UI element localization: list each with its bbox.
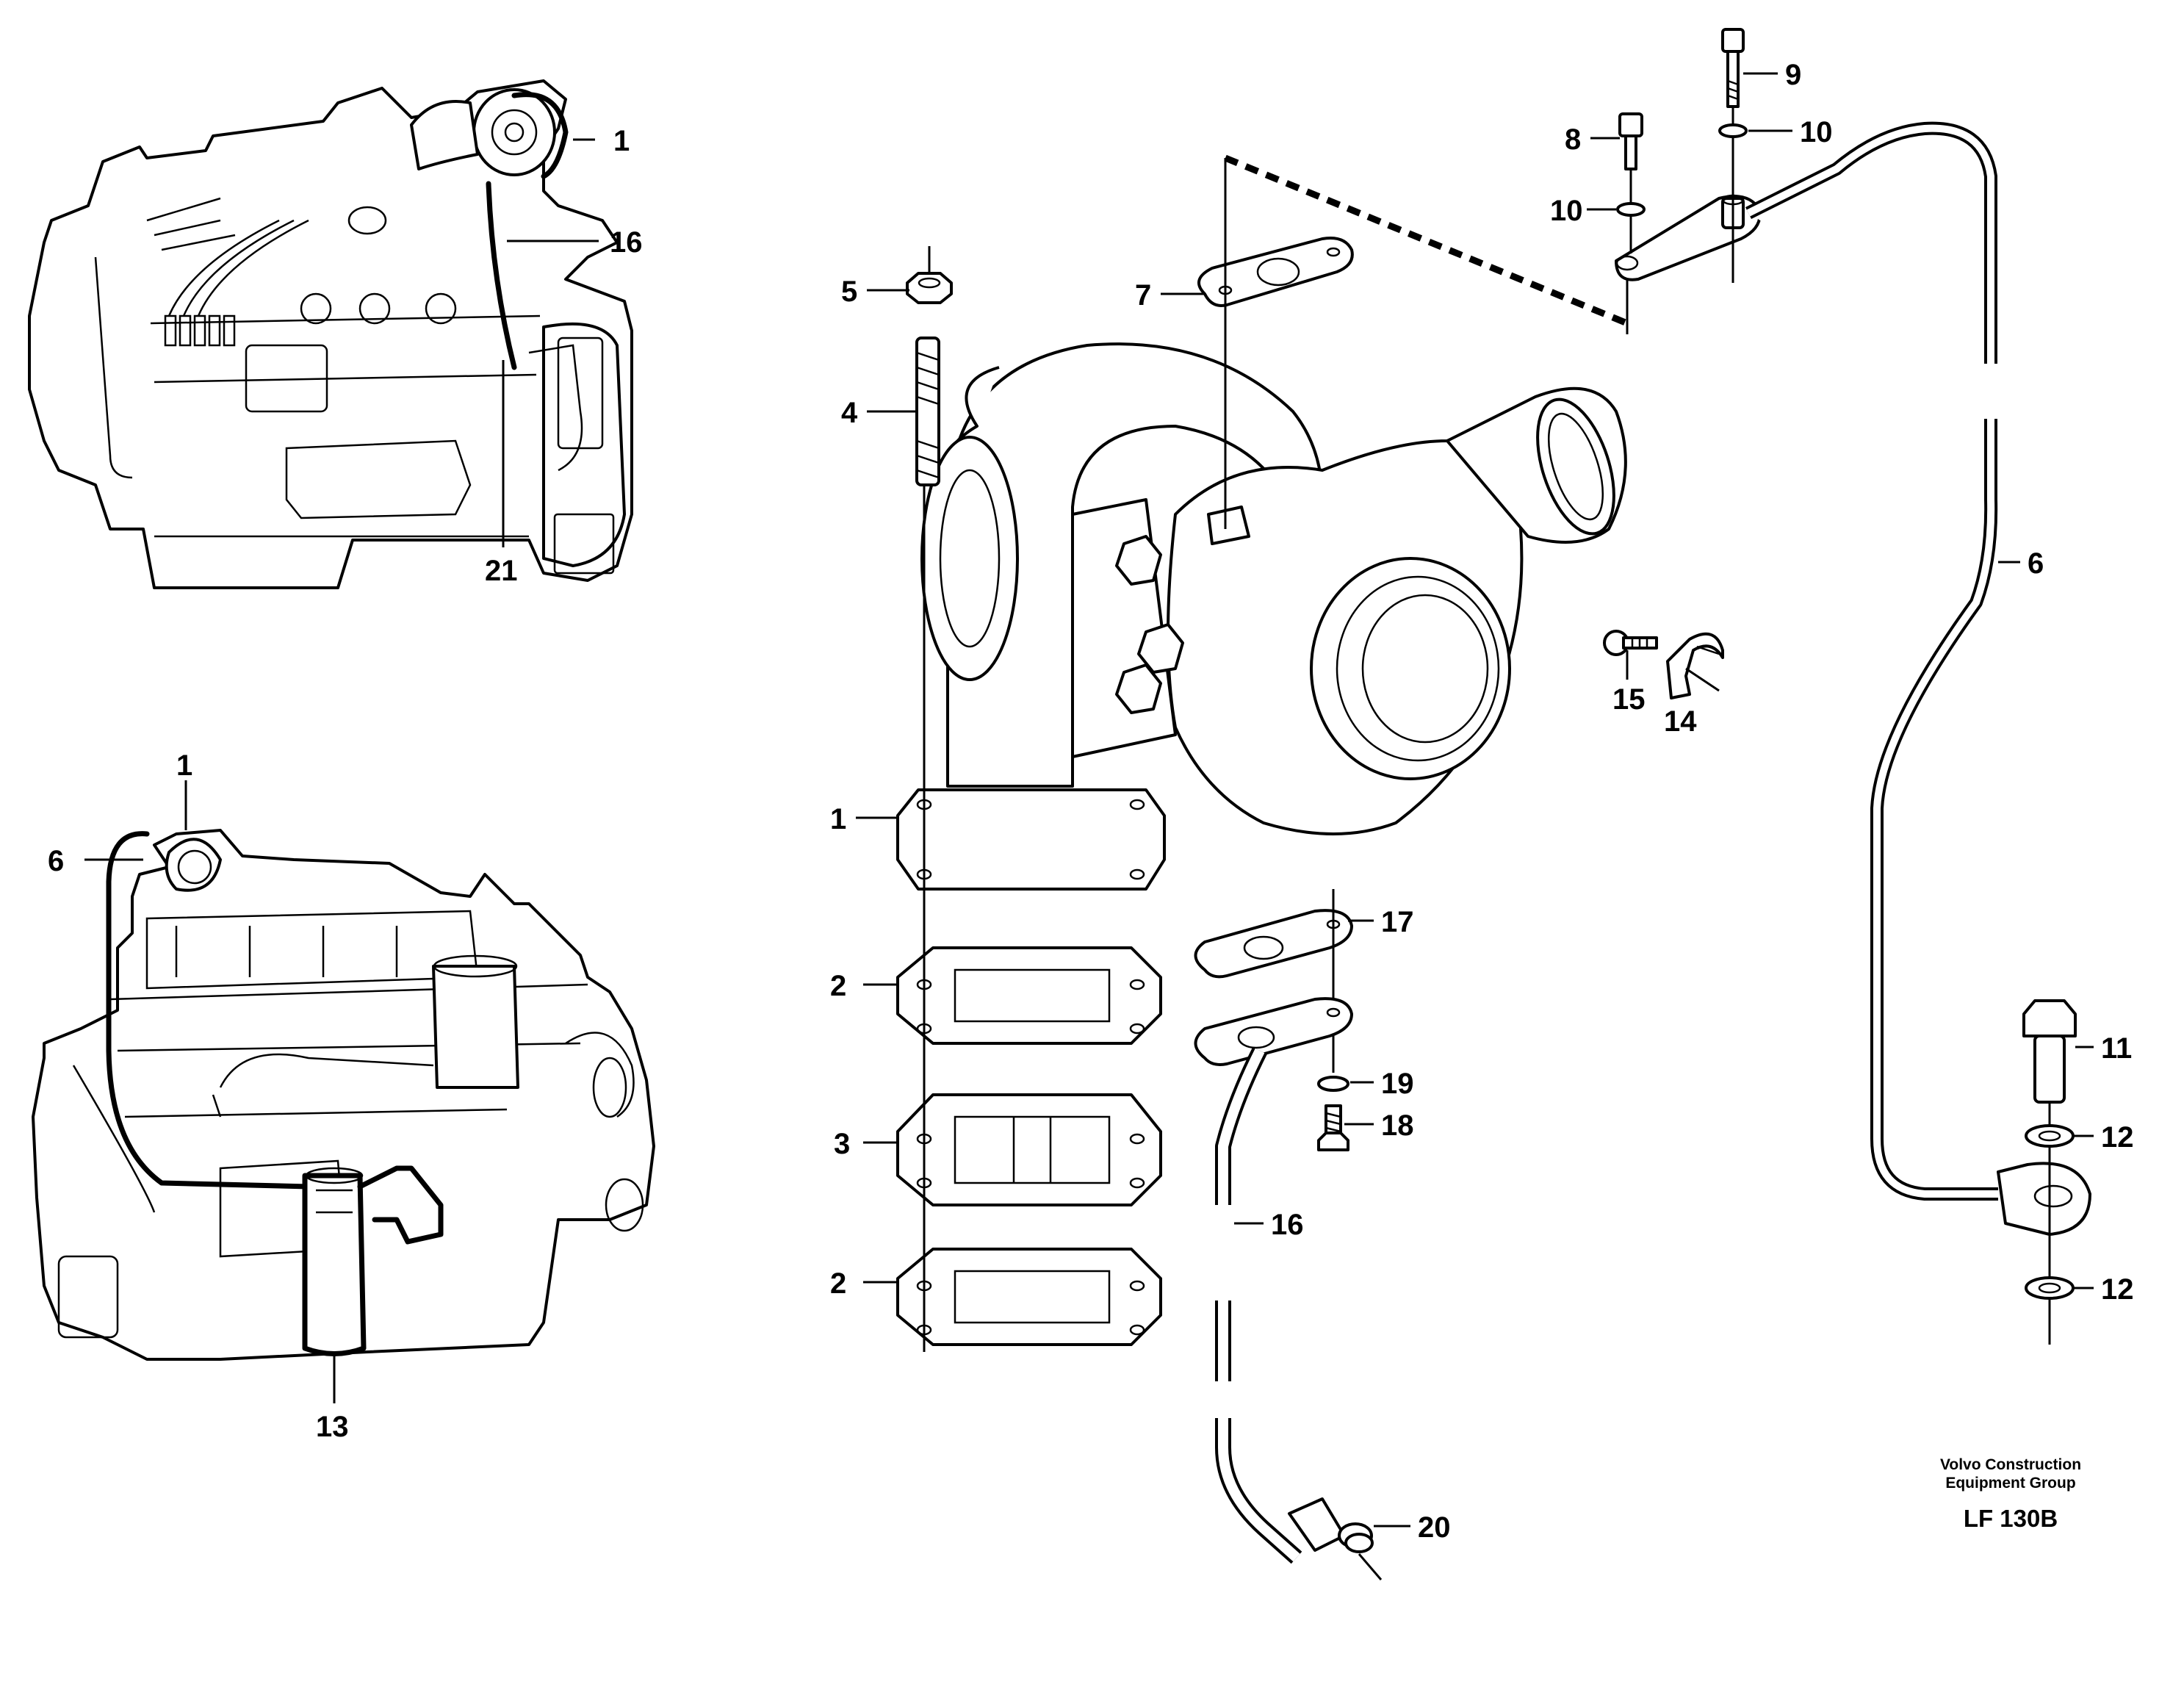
callout-18: 18: [1381, 1109, 1414, 1142]
engine-view-bottom: [32, 829, 655, 1361]
callout-6: 6: [48, 845, 64, 877]
callout-16: 16: [610, 226, 643, 259]
top-engine-callouts: 1 16 21: [485, 125, 643, 587]
gasket-17: [1194, 889, 1353, 1073]
nut-20: [1338, 1522, 1383, 1580]
gasket-2-upper: [896, 946, 1162, 1045]
bolt-9: [1721, 28, 1745, 108]
company-line-1: Volvo Construction: [1940, 1456, 2081, 1473]
callout-14: 14: [1664, 705, 1697, 738]
callout-1: 1: [176, 749, 192, 782]
callout-11: 11: [2101, 1032, 2132, 1065]
callout-5: 5: [841, 276, 857, 308]
callout-2: 2: [830, 1267, 846, 1300]
callout-6: 6: [2028, 547, 2044, 580]
callout-1: 1: [830, 803, 846, 835]
callout-13: 13: [316, 1411, 349, 1443]
bolt-15: [1603, 630, 1658, 672]
callout-12: 12: [2101, 1121, 2134, 1154]
washer-12-upper: [2025, 1124, 2075, 1148]
clamp-14: [1666, 632, 1724, 699]
callout-15: 15: [1612, 683, 1646, 716]
callout-7: 7: [1135, 279, 1151, 312]
callout-2: 2: [830, 970, 846, 1002]
washer-10-left: [1616, 202, 1646, 217]
company-line-2: Equipment Group: [1945, 1475, 2075, 1492]
callout-12: 12: [2101, 1273, 2134, 1306]
bolt-11: [2022, 999, 2077, 1345]
callout-3: 3: [834, 1128, 850, 1160]
main-callouts: 5 4 7 1 2 3 2 8 9 10 10 6 15 14 17 19 18…: [830, 59, 2134, 1544]
drawing-code: LF 130B: [1964, 1505, 2058, 1532]
callout-4: 4: [841, 397, 858, 429]
washer-19: [1317, 1076, 1349, 1092]
callout-19: 19: [1381, 1068, 1414, 1100]
gasket-7: [1197, 158, 1354, 529]
callout-17: 17: [1381, 906, 1414, 938]
footer: Volvo Construction Equipment Group LF 13…: [1940, 1456, 2081, 1532]
oil-pipe-6: [1870, 419, 2091, 1236]
washer-10-right: [1718, 123, 1748, 138]
callout-20: 20: [1418, 1511, 1451, 1544]
bottom-engine-callouts: 1 6 13: [48, 749, 349, 1443]
turbocharger-assembly: [896, 342, 1627, 891]
engine-view-top: [28, 79, 633, 589]
oil-pipe-6-fitting: [1615, 73, 1997, 364]
bolt-18: [1317, 1104, 1349, 1151]
callout-21: 21: [485, 555, 518, 587]
callout-9: 9: [1785, 59, 1801, 91]
nut-5: [906, 246, 953, 304]
callout-10: 10: [1800, 116, 1833, 148]
callout-10: 10: [1550, 195, 1583, 227]
spacer-3: [896, 1093, 1162, 1206]
callout-8: 8: [1565, 123, 1581, 156]
stud-4: [915, 337, 940, 486]
washer-12-lower: [2025, 1276, 2075, 1300]
oil-return-pipe-16: [1194, 997, 1353, 1564]
callout-16: 16: [1271, 1209, 1304, 1241]
callout-1: 1: [613, 125, 630, 157]
bolt-8: [1618, 112, 1643, 253]
gasket-2-lower: [896, 1248, 1162, 1346]
